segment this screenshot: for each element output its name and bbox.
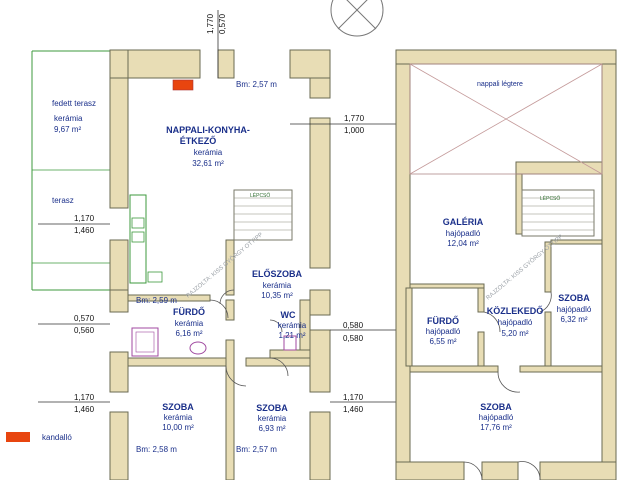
galeria-name: GALÉRIA <box>443 217 484 227</box>
nappali-name-1: NAPPALI-KONYHA- <box>166 125 250 135</box>
dimension-lines <box>38 10 400 403</box>
stair-label-ground: LÉPCSŐ <box>250 192 270 199</box>
ground-walls <box>109 49 331 480</box>
terrace-outline <box>31 50 110 291</box>
kozlekedo-name: KÖZLEKEDŐ <box>487 305 544 316</box>
watermark-ground: RAJZOLTA: KISS GYÖRGY OTTIPP <box>185 231 265 299</box>
galeria-material: hajópadló <box>446 229 481 238</box>
eloszoba-area: 10,35 m² <box>261 291 293 300</box>
dim-right-mid-a: 0,580 <box>343 321 364 330</box>
upper-walls <box>395 49 617 480</box>
szoba1-material: kerámia <box>164 413 193 422</box>
staircase-upper: LÉPCSŐ <box>521 189 595 237</box>
upper-furdo-name: FÜRDŐ <box>427 315 459 326</box>
wc-material: kerámia <box>278 321 307 330</box>
dim-left-bot-b: 1,460 <box>74 405 95 414</box>
upper-furdo-material: hajópadló <box>426 327 461 336</box>
dim-top-a: 1,770 <box>206 13 215 34</box>
legter-name: nappali légtere <box>477 81 523 88</box>
legend-kandallo: kandalló <box>42 433 72 442</box>
galeria-area: 12,04 m² <box>447 239 479 248</box>
legend-swatch <box>6 432 30 442</box>
ground-doors <box>209 289 289 387</box>
fedett-terasz-name: fedett terasz <box>52 99 96 108</box>
dim-right-mid-b: 0,580 <box>343 334 364 343</box>
dim-left-bot-a: 1,170 <box>74 393 95 402</box>
watermark-upper: RAJZOLTA: KISS GYÖRGY OTTIPP <box>485 233 565 301</box>
szoba1-name: SZOBA <box>162 402 194 412</box>
szoba2-name: SZOBA <box>256 403 288 413</box>
dim-left-mid-a: 1,170 <box>74 214 95 223</box>
terasz-name: terasz <box>52 196 74 205</box>
fireplace <box>172 79 194 91</box>
bm-szoba2: Bm: 2,57 m <box>236 445 277 454</box>
void-cross <box>409 63 603 175</box>
furdo-name: FÜRDŐ <box>173 306 205 317</box>
bath-fixtures <box>131 327 297 357</box>
dim-right-top-b: 1,000 <box>344 126 365 135</box>
szoba1-area: 10,00 m² <box>162 423 194 432</box>
nappali-material: kerámia <box>194 148 223 157</box>
szoba2-area: 6,93 m² <box>258 424 285 433</box>
szoba2-material: kerámia <box>258 414 287 423</box>
bm-top: Bm: 2,57 m <box>236 80 277 89</box>
upper-szoba-small-area: 6,32 m² <box>560 315 587 324</box>
kozlekedo-material: hajópadló <box>498 318 533 327</box>
upper-szoba-big-material: hajópadló <box>479 413 514 422</box>
upper-szoba-big-area: 17,76 m² <box>480 423 512 432</box>
furdo-material: kerámia <box>175 319 204 328</box>
dim-top-b: 0,570 <box>218 13 227 34</box>
wc-name: WC <box>281 310 296 320</box>
wc-area: 1,21 m² <box>278 331 305 340</box>
dim-right-bot-b: 1,460 <box>343 405 364 414</box>
compass-icon <box>330 0 384 37</box>
eloszoba-name: ELŐSZOBA <box>252 268 303 279</box>
kozlekedo-area: 5,20 m² <box>501 329 528 338</box>
nappali-area: 32,61 m² <box>192 159 224 168</box>
fedett-terasz-material: kerámia <box>54 114 83 123</box>
upper-szoba-big-name: SZOBA <box>480 402 512 412</box>
kitchen-counter <box>129 194 163 284</box>
upper-furdo-area: 6,55 m² <box>429 337 456 346</box>
dim-left-low-b: 0,560 <box>74 326 95 335</box>
furdo-area: 6,16 m² <box>175 329 202 338</box>
fedett-terasz-area: 9,67 m² <box>54 125 81 134</box>
eloszoba-material: kerámia <box>263 281 292 290</box>
dim-left-mid-b: 1,460 <box>74 226 95 235</box>
upper-szoba-small-material: hajópadló <box>557 305 592 314</box>
bm-szoba1: Bm: 2,58 m <box>136 445 177 454</box>
stair-label-upper: LÉPCSŐ <box>540 195 560 202</box>
upper-szoba-small-name: SZOBA <box>558 293 590 303</box>
dim-left-low-a: 0,570 <box>74 314 95 323</box>
bm-furdo: Bm: 2,59 m <box>136 296 177 305</box>
dim-right-top-a: 1,770 <box>344 114 365 123</box>
upper-doors <box>463 291 552 480</box>
nappali-name-2: ÉTKEZŐ <box>180 135 217 146</box>
staircase-ground: LÉPCSŐ <box>233 189 293 241</box>
dim-right-bot-a: 1,170 <box>343 393 364 402</box>
